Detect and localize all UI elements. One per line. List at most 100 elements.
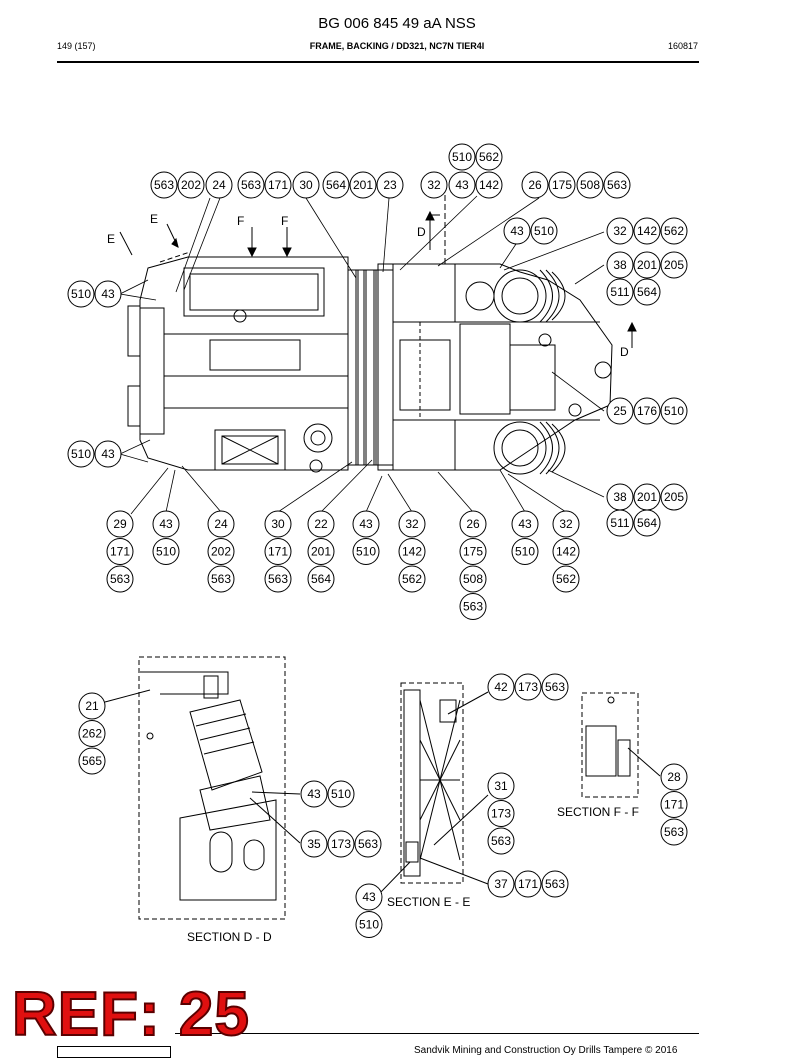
- part-balloon: 201: [633, 483, 661, 511]
- part-balloon: 32: [398, 510, 426, 538]
- part-balloon: 23: [376, 171, 404, 199]
- svg-text:510: 510: [71, 447, 91, 461]
- part-balloon: 26: [459, 510, 487, 538]
- svg-text:508: 508: [580, 178, 600, 192]
- svg-text:42: 42: [494, 680, 508, 694]
- part-balloon: 32: [420, 171, 448, 199]
- part-balloon: 511: [606, 278, 634, 306]
- part-balloon: 563: [660, 818, 688, 846]
- svg-text:564: 564: [326, 178, 346, 192]
- part-balloon: 43: [94, 440, 122, 468]
- part-balloon: 201: [349, 171, 377, 199]
- part-balloon: 262: [78, 720, 106, 747]
- part-balloon: 173: [487, 800, 515, 827]
- svg-text:201: 201: [637, 490, 657, 504]
- part-balloon: 202: [177, 171, 205, 199]
- part-balloon: 562: [475, 143, 503, 171]
- section-dd-label: SECTION D - D: [187, 930, 272, 944]
- part-balloon: 565: [78, 747, 106, 775]
- svg-text:510: 510: [71, 287, 91, 301]
- view-label-e-left: E: [107, 232, 115, 246]
- svg-text:562: 562: [479, 150, 499, 164]
- part-balloon: 562: [660, 217, 688, 245]
- svg-text:32: 32: [427, 178, 441, 192]
- svg-text:43: 43: [455, 178, 469, 192]
- svg-text:171: 171: [268, 545, 288, 559]
- part-balloon: 43: [448, 171, 476, 199]
- reference-stamp: REF: 25: [11, 980, 250, 1049]
- svg-text:564: 564: [311, 572, 331, 586]
- part-balloon: 43: [352, 510, 380, 538]
- part-balloon: 43: [300, 780, 328, 808]
- part-balloon: 508: [459, 565, 487, 593]
- part-balloon: 510: [355, 911, 383, 938]
- part-balloon: 510: [327, 780, 355, 808]
- svg-text:562: 562: [556, 572, 576, 586]
- svg-text:43: 43: [101, 287, 115, 301]
- page-number: 149 (157): [57, 41, 96, 51]
- svg-text:26: 26: [528, 178, 542, 192]
- part-balloon: 26: [521, 171, 549, 199]
- svg-text:24: 24: [212, 178, 226, 192]
- view-label-d-right: D: [620, 345, 629, 359]
- part-balloon: 563: [541, 673, 569, 701]
- svg-text:562: 562: [664, 224, 684, 238]
- svg-text:201: 201: [353, 178, 373, 192]
- part-balloon: 171: [660, 791, 688, 818]
- svg-text:30: 30: [299, 178, 313, 192]
- part-balloon: 30: [264, 510, 292, 538]
- svg-text:142: 142: [402, 545, 422, 559]
- svg-text:510: 510: [664, 404, 684, 418]
- svg-text:38: 38: [613, 490, 627, 504]
- svg-text:510: 510: [356, 545, 376, 559]
- svg-text:43: 43: [307, 787, 321, 801]
- section-dd-view: [104, 656, 301, 920]
- svg-text:43: 43: [359, 517, 373, 531]
- document-number: BG 006 845 49 aA NSS: [318, 15, 476, 32]
- svg-text:510: 510: [452, 150, 472, 164]
- part-balloon: 563: [487, 827, 515, 855]
- svg-text:563: 563: [491, 834, 511, 848]
- svg-text:510: 510: [331, 787, 351, 801]
- svg-text:205: 205: [664, 490, 684, 504]
- part-balloon: 25: [606, 397, 634, 425]
- part-balloon: 510: [530, 217, 558, 245]
- svg-text:562: 562: [402, 572, 422, 586]
- view-label-f-left: F: [237, 214, 244, 228]
- view-label-d-top: D: [417, 225, 426, 239]
- svg-text:37: 37: [494, 877, 508, 891]
- svg-text:563: 563: [545, 680, 565, 694]
- svg-text:510: 510: [359, 918, 379, 932]
- part-balloon: 142: [475, 171, 503, 199]
- svg-text:32: 32: [405, 517, 419, 531]
- part-balloon: 142: [552, 538, 580, 565]
- svg-text:201: 201: [637, 258, 657, 272]
- part-balloon: 28: [660, 763, 688, 791]
- svg-text:202: 202: [211, 545, 231, 559]
- svg-text:510: 510: [515, 545, 535, 559]
- section-markers: [119, 195, 637, 348]
- part-balloon: 22: [307, 510, 335, 538]
- svg-text:171: 171: [268, 178, 288, 192]
- part-balloon: 43: [503, 217, 531, 245]
- part-balloon: 171: [106, 538, 134, 565]
- view-label-f-right: F: [281, 214, 288, 228]
- part-balloon: 563: [264, 565, 292, 593]
- revision-date: 160817: [667, 41, 698, 51]
- svg-text:563: 563: [110, 572, 130, 586]
- part-balloon: 563: [207, 565, 235, 593]
- part-balloon: 205: [660, 251, 688, 279]
- svg-text:508: 508: [463, 572, 483, 586]
- part-balloon: 142: [633, 217, 661, 245]
- part-balloon: 510: [67, 440, 95, 468]
- section-ff-label: SECTION F - F: [557, 805, 639, 819]
- svg-text:43: 43: [101, 447, 115, 461]
- svg-text:24: 24: [214, 517, 228, 531]
- part-balloon: 510: [67, 280, 95, 308]
- svg-text:564: 564: [637, 516, 657, 530]
- svg-text:32: 32: [559, 517, 573, 531]
- part-balloon: 563: [459, 593, 487, 620]
- part-balloon: 30: [292, 171, 320, 199]
